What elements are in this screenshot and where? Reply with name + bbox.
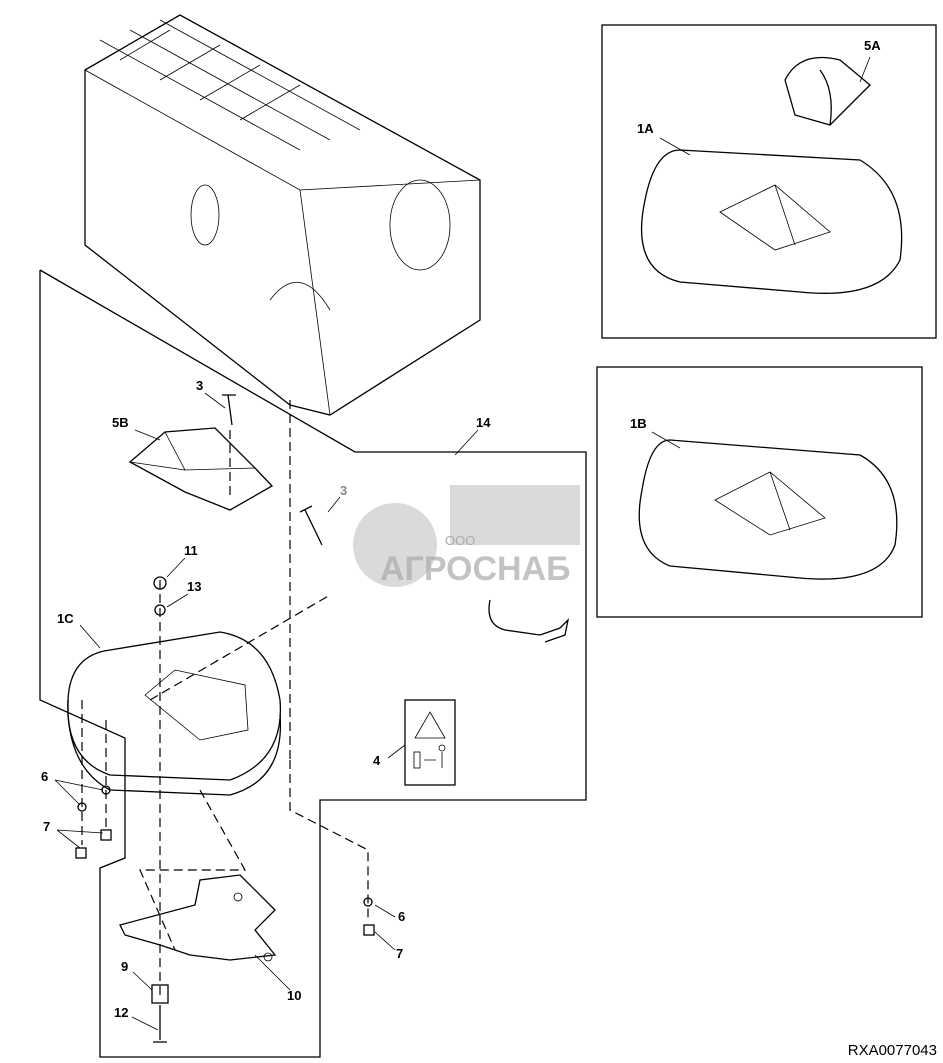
callout-7-right: 7 [396, 946, 404, 961]
callout-6-right: 6 [398, 909, 406, 924]
safety-decal-4 [404, 699, 456, 786]
callout-5b: 5B [112, 415, 129, 430]
callout-13: 13 [187, 579, 202, 594]
fasteners [75, 394, 375, 1043]
callout-6-left: 6 [41, 769, 49, 784]
watermark-logo: АГРОСНАБ ООО [353, 485, 580, 588]
leader-lines [54, 56, 871, 1031]
wiring-harness [488, 599, 570, 643]
inset-box-1a [601, 24, 937, 339]
callout-1c: 1C [57, 611, 74, 626]
svg-text:АГРОСНАБ: АГРОСНАБ [380, 550, 571, 588]
callout-1a: 1A [637, 121, 654, 136]
assembly-dash-lines [81, 400, 369, 1000]
callout-3-bolt: 3 [196, 378, 204, 393]
plate-1c [67, 631, 282, 796]
callout-7-left: 7 [43, 819, 51, 834]
inset-box-1b [596, 366, 923, 618]
figure-code: RXA0077043 [847, 1042, 937, 1059]
callout-11: 11 [184, 543, 198, 558]
cover-5a [784, 56, 871, 126]
plate-1a [641, 149, 903, 294]
frame-housing [84, 14, 481, 416]
callout-3-sensor: 3 [340, 483, 348, 498]
callout-10: 10 [287, 988, 302, 1003]
bracket-10 [119, 874, 277, 962]
bracket-5b [128, 427, 274, 511]
callout-4: 4 [373, 753, 381, 768]
plate-1b [638, 439, 898, 580]
callout-5a: 5A [864, 38, 881, 53]
svg-text:ООО: ООО [445, 533, 475, 548]
callout-1b: 1B [630, 416, 647, 431]
callout-14: 14 [476, 415, 491, 430]
assembly-outline [39, 269, 587, 1058]
callout-9: 9 [121, 959, 129, 974]
callout-12: 12 [114, 1005, 129, 1020]
